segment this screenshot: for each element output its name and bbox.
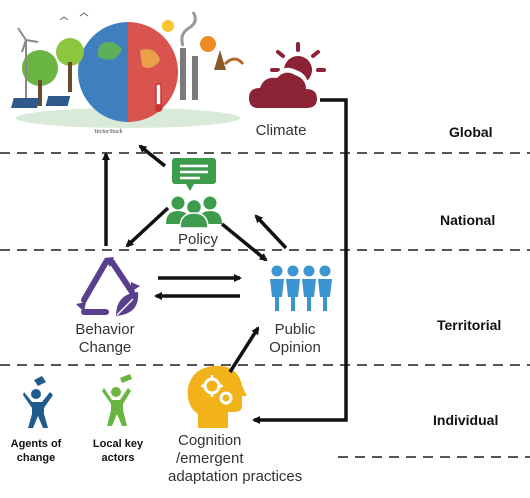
agents-of-change-icon <box>23 376 53 428</box>
climate-scene-illustration <box>11 10 248 128</box>
local-actors-line1: Local key <box>92 438 144 450</box>
behavior-change-line1: Behavior <box>75 321 135 338</box>
public-opinion-icon <box>270 265 332 311</box>
policy-icon <box>166 158 222 229</box>
local-key-actors-label: Local key actors <box>88 438 148 466</box>
cognition-line3: adaptation practices <box>168 468 303 485</box>
climate-label: Climate <box>255 122 307 139</box>
arrow-cognition-to-opinion <box>228 326 260 373</box>
arrow-policy-to-climate-scene <box>138 144 167 168</box>
arrow-climate-to-cognition <box>252 98 348 424</box>
cognition-line1: Cognition <box>178 432 242 449</box>
behavior-change-label: Behavior Change <box>60 321 150 357</box>
agents-of-change-label: Agents of change <box>6 438 66 466</box>
arrows <box>102 98 348 424</box>
level-dividers <box>0 152 530 458</box>
policy-label: Policy <box>177 231 218 248</box>
level-global: Global <box>449 124 493 140</box>
public-opinion-line2: Opinion <box>269 339 321 356</box>
public-opinion-label: Public Opinion <box>255 321 335 357</box>
agents-line2: change <box>16 451 56 464</box>
arrow-opinion-to-policy <box>254 214 288 250</box>
level-territorial: Territorial <box>437 317 502 333</box>
level-national: National <box>440 212 496 228</box>
cognition-label: Cognition /emergent adaptation practices <box>168 432 302 486</box>
public-opinion-line1: Public <box>274 321 316 338</box>
local-key-actors-icon <box>102 374 132 426</box>
scene-caption: VectorStock <box>94 129 123 135</box>
cognition-icon <box>187 365 247 428</box>
level-individual: Individual <box>433 412 499 428</box>
behavior-change-line2: Change <box>78 339 132 356</box>
climate-icon <box>246 42 326 110</box>
behavior-change-icon <box>76 257 140 316</box>
local-actors-line2: actors <box>101 451 135 464</box>
arrow-policy-to-opinion <box>220 222 268 262</box>
arrow-policy-to-behavior <box>125 206 170 248</box>
cognition-line2: /emergent <box>176 450 244 467</box>
agents-line1: Agents of <box>10 438 62 450</box>
